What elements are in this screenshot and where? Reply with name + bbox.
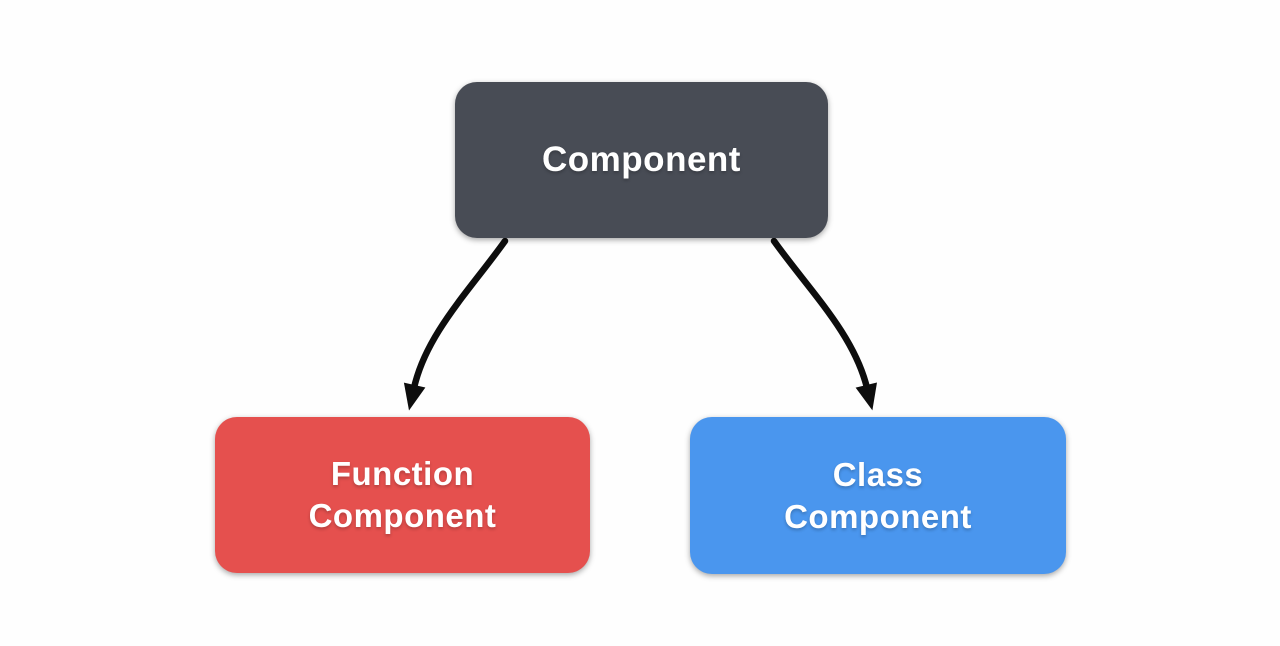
- edge-component-to-class-component: [770, 237, 877, 411]
- node-component-label-text: Component: [542, 140, 741, 179]
- node-component: Component: [455, 82, 828, 238]
- node-class-component: Class Component: [690, 417, 1066, 574]
- edge-component-to-function-component: [403, 237, 509, 411]
- node-function-component: Function Component: [215, 417, 590, 573]
- node-component-label: Component: [542, 140, 741, 180]
- node-class-component-label: Class Component: [784, 454, 972, 538]
- node-class-component-label-line1: Class: [832, 455, 924, 493]
- node-function-component-label: Function Component: [309, 453, 497, 537]
- node-function-component-label-line1: Function: [330, 455, 475, 492]
- node-class-component-label-line2: Component: [784, 497, 972, 535]
- node-function-component-label-line2: Component: [308, 497, 497, 534]
